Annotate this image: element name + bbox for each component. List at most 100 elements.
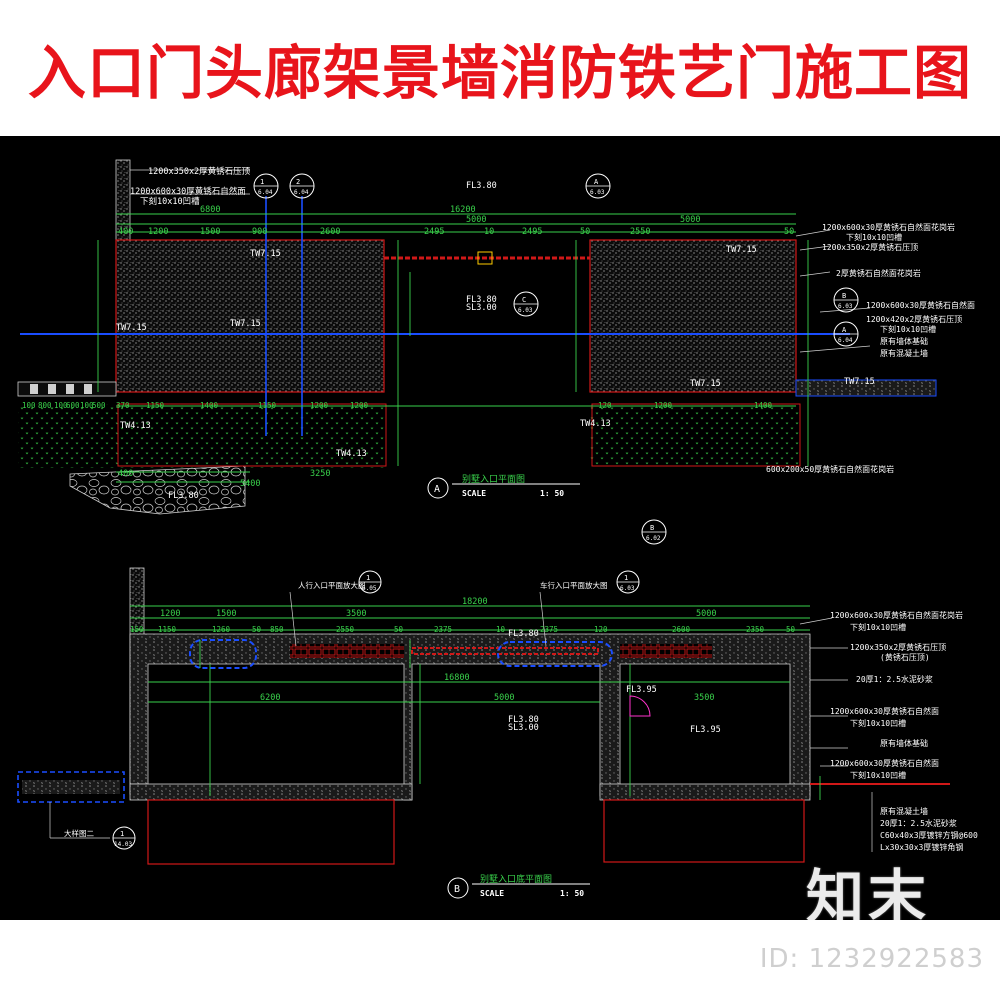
note-b-r8: 1200x600x30厚黄锈石自然面 — [830, 758, 939, 768]
footnote-a: 600x200x50厚黄锈石自然面花岗岩 — [766, 464, 894, 474]
plan-b-text: 18200 1200 1500 3500 5000 150 1150 1260 … — [64, 524, 978, 898]
caption-marker-a — [427, 477, 449, 499]
note-b-r0: 1200x600x30厚黄锈石自然面花岗岩 — [830, 610, 963, 620]
note-a-r0: 1200x600x30厚黄锈石自然面花岗岩 — [822, 222, 955, 232]
label-a-4: TW7.15 — [726, 245, 757, 255]
note-a-l0: 1200x350x2厚黄锈石压顶 — [148, 166, 251, 177]
note-b-r6: 下刻10x10凹槽 — [850, 718, 906, 728]
dim-b-r3-10: 120 — [594, 625, 608, 634]
cad-drawing-svg: 1200x350x2厚黄锈石压顶 1200x600x30厚黄锈石自然面 下刻10… — [17, 159, 978, 899]
plan-b — [17, 519, 950, 899]
dim-a-r2-4: 2600 — [320, 227, 340, 237]
label-b-3: SL3.00 — [508, 723, 539, 733]
concrete-base-left — [129, 783, 413, 801]
note-b-r13: 原有混凝土墙 — [880, 806, 928, 816]
note-b-r7: 原有墙体基础 — [880, 738, 928, 748]
ldim-a-1: 3250 — [310, 469, 330, 479]
bdim-a-3: 600 — [66, 401, 80, 410]
dim-a-r1-2: 5000 — [680, 215, 700, 225]
dim-b-r3-2: 1260 — [212, 625, 231, 634]
dim-a-r2-6: 10 — [484, 227, 494, 237]
dim-b-r3-1: 1150 — [158, 625, 177, 634]
label-a-1: TW7.15 — [250, 249, 281, 259]
label-b-0: FL3.80 — [508, 629, 539, 639]
gate-line-b — [411, 647, 599, 655]
sec-ref-5: 6.04 — [838, 337, 853, 344]
label-a-10: FL3.80 — [168, 491, 199, 501]
bdim-a-4: 100 — [80, 401, 94, 410]
scale-label-b: SCALE — [480, 889, 504, 898]
bdim-a-6: 370 — [116, 401, 130, 410]
dim-b-r3-3: 50 — [252, 625, 262, 634]
dim-a-r1-0: 6800 — [200, 205, 220, 215]
sec-num-5: A — [842, 326, 847, 334]
bdim-a-10: 1200 — [310, 401, 329, 410]
callout-b-1: 车行入口平面放大图 — [540, 580, 608, 590]
brick-strip-2 — [620, 644, 712, 658]
concrete-frame — [129, 633, 811, 801]
sec-ref-8: 6.03 — [620, 585, 635, 592]
bdim-a-1: 800 — [38, 401, 52, 410]
sec-num-3: C — [522, 296, 526, 304]
note-a-r4: 1200x600x30厚黄锈石自然面 — [866, 300, 975, 310]
note-b-r5: 1200x600x30厚黄锈石自然面 — [830, 706, 939, 716]
foundation-box-right — [603, 799, 805, 863]
paving-strip-right — [795, 379, 937, 397]
label-a-3: TW7.15 — [230, 319, 261, 329]
note-a-r5: 1200x420x2厚黄锈石压顶 — [866, 314, 962, 324]
detail-callout-box — [17, 771, 125, 803]
dim-b-r2-3: 5000 — [696, 609, 716, 619]
sec-ref-7: 6.05 — [362, 585, 377, 592]
watermark-id: ID: 1232922583 — [759, 944, 984, 974]
dim-lines-a — [97, 213, 809, 483]
mdim-b-2: 5000 — [494, 693, 514, 703]
gate-lock — [477, 251, 493, 265]
sec-num-6: B — [650, 524, 654, 532]
note-a-r3: 2厚黄锈石自然面花岗岩 — [836, 268, 921, 278]
sec-ref-4: 6.03 — [838, 303, 853, 310]
note-b-r9: 下刻10x10凹槽 — [850, 770, 906, 780]
note-b-r3: (黄锈石压顶) — [880, 652, 930, 662]
bdim-a-14: 1400 — [754, 401, 773, 410]
grass-right — [590, 404, 800, 466]
bdim-a-2: 100 — [54, 401, 68, 410]
dim-b-r3-4: 850 — [270, 625, 284, 634]
door-swing — [629, 695, 651, 717]
plan-a — [17, 159, 937, 515]
callout-b-0: 人行入口平面放大图 — [298, 580, 366, 590]
note-b-r11: C60x40x3厚镀锌方钢@600 — [880, 830, 978, 840]
foundation-box-left — [147, 799, 395, 865]
dim-b-r3-12: 2350 — [746, 625, 765, 634]
label-a-7: TW4.13 — [580, 419, 611, 429]
caption-marker-b — [447, 877, 469, 899]
bdim-a-0: 100 — [22, 401, 36, 410]
grass-left — [18, 404, 384, 468]
dim-a-r2-3: 900 — [252, 227, 267, 237]
note-b-r10: 20厚1：2.5水泥砂浆 — [880, 818, 957, 828]
door-opening-2 — [497, 641, 613, 667]
dim-b-r3-11: 2600 — [672, 625, 691, 634]
mdim-b-3: 3500 — [694, 693, 714, 703]
dim-b-r3-9: 2375 — [540, 625, 558, 634]
sec-num-9: 1 — [120, 830, 124, 838]
scale-b: 1: 50 — [560, 889, 584, 898]
bdim-a-7: 1150 — [146, 401, 165, 410]
planter-outline-left — [117, 403, 387, 467]
dim-a-r2-1: 1200 — [148, 227, 168, 237]
dim-b-r2-1: 1500 — [216, 609, 236, 619]
dim-b-r3-13: 50 — [786, 625, 796, 634]
sec-ref-0: 6.04 — [258, 189, 273, 196]
note-a-r8: 原有混凝土墙 — [880, 348, 928, 358]
dim-a-r1-1: 16200 — [450, 205, 476, 215]
sec-num-1: 2 — [296, 178, 300, 186]
sec-num-2: A — [594, 178, 599, 186]
section-symbols-a — [253, 173, 859, 347]
dim-b-r2-2: 3500 — [346, 609, 366, 619]
dim-a-r2-11: 50 — [784, 227, 794, 237]
dim-a-r2-5: 2495 — [424, 227, 444, 237]
scale-a: 1: 50 — [540, 489, 564, 498]
page-title: 入口门头廊架景墙消防铁艺门施工图 — [27, 39, 972, 107]
note-a-r1: 下刻10x10凹槽 — [846, 232, 902, 242]
detail-strip — [22, 780, 120, 794]
dim-a-r2-10: 5000 — [466, 215, 486, 225]
